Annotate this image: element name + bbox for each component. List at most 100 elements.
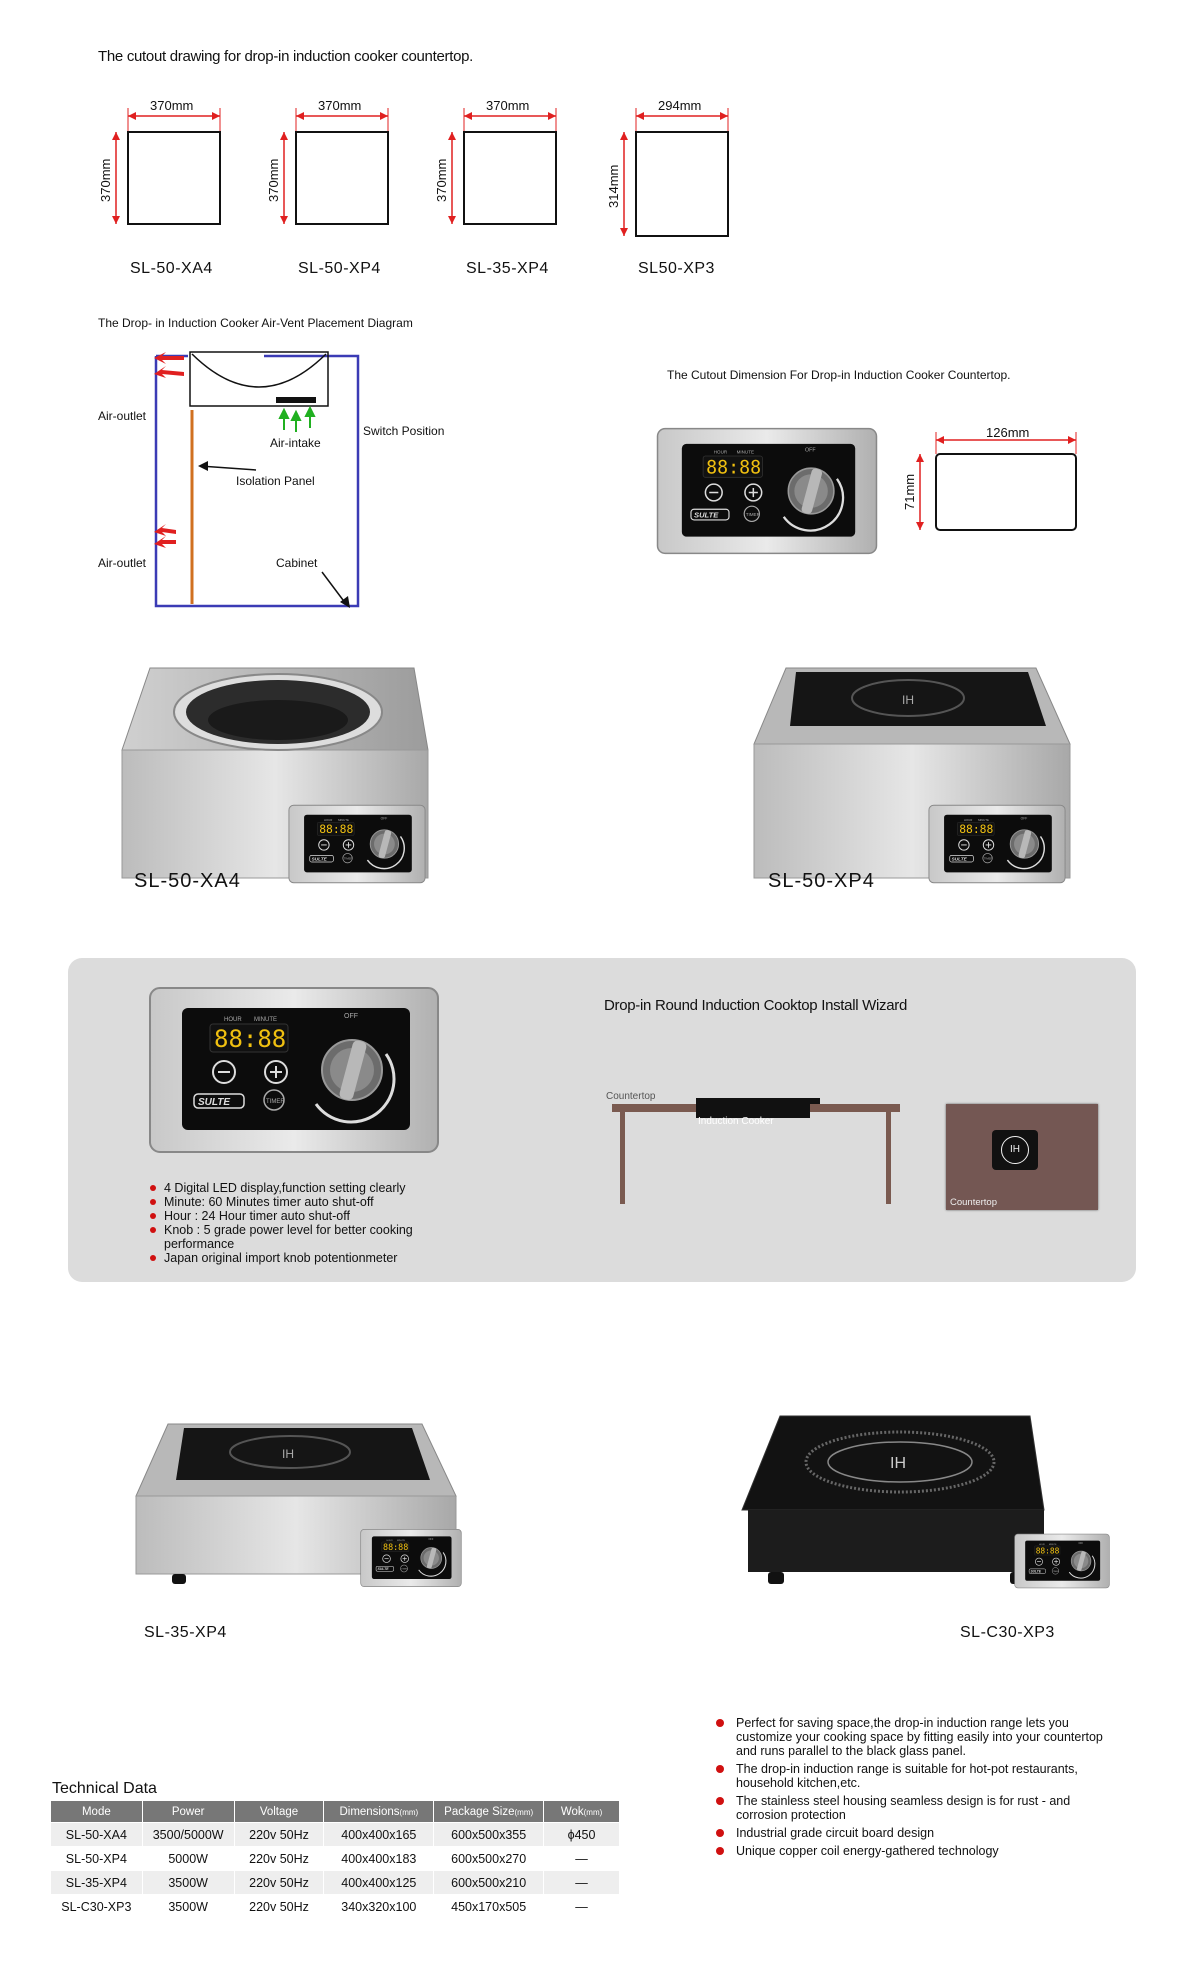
vent-diagram — [154, 351, 360, 608]
tech-cell: 400x400x183 — [323, 1846, 435, 1871]
benefit-item: Industrial grade circuit board design — [716, 1826, 1116, 1840]
countertop-top-view: IH Countertop — [946, 1104, 1098, 1210]
cutout-width-label: 294mm — [658, 98, 702, 113]
svg-text:88:88: 88:88 — [319, 822, 353, 836]
svg-text:OFF: OFF — [344, 1013, 358, 1020]
feature-item: Japan original import knob potentionmete… — [150, 1251, 450, 1265]
tech-title: Technical Data — [52, 1780, 157, 1797]
svg-text:HOUR: HOUR — [324, 818, 332, 822]
svg-text:OFF: OFF — [1078, 1543, 1083, 1545]
tech-cell: — — [543, 1870, 620, 1895]
svg-text:MINUTE: MINUTE — [737, 450, 754, 455]
product-model-sl-50-xa4: SL-50-XA4 — [134, 870, 241, 892]
svg-text:TIMER: TIMER — [401, 1569, 408, 1571]
cutout-height-label: 370mm — [266, 158, 281, 202]
tech-cell: 220v 50Hz — [233, 1846, 325, 1871]
cabinet-label: Cabinet — [276, 556, 318, 570]
svg-text:HOUR: HOUR — [387, 1540, 394, 1542]
tech-cell: — — [543, 1846, 620, 1871]
countertop-label: Countertop — [606, 1091, 656, 1102]
benefit-item: Unique copper coil energy-gathered techn… — [716, 1844, 1116, 1858]
product-image-sl-c30-xp3: IH — [741, 1415, 1045, 1584]
air-intake-label: Air-intake — [270, 436, 321, 450]
switch-position-label: Switch Position — [363, 424, 445, 438]
benefit-item: The drop-in induction range is suitable … — [716, 1762, 1116, 1790]
svg-text:HOUR: HOUR — [224, 1017, 242, 1023]
cutout-model-label: SL-50-XA4 — [130, 260, 213, 277]
panel-height-label: 71mm — [902, 473, 917, 510]
svg-text:HOUR: HOUR — [714, 450, 728, 455]
tech-cell: 220v 50Hz — [233, 1870, 325, 1895]
svg-text:SULTE: SULTE — [952, 857, 968, 863]
svg-text:MINUTE: MINUTE — [338, 818, 349, 822]
cutout-width-label: 370mm — [150, 98, 194, 113]
tech-header: Power — [141, 1800, 235, 1823]
tech-table: Mode Power Voltage Dimensions(mm) Packag… — [50, 1800, 620, 1919]
tech-cell: 220v 50Hz — [233, 1894, 325, 1919]
tech-cell: 400x400x125 — [323, 1870, 435, 1895]
tech-header: Package Size(mm) — [433, 1800, 545, 1823]
svg-text:TIMER: TIMER — [1053, 1571, 1060, 1573]
cutout-model-label: SL-35-XP4 — [466, 260, 549, 277]
svg-text:SULTE: SULTE — [1030, 1570, 1041, 1574]
svg-text:TIMER: TIMER — [266, 1099, 285, 1105]
tech-cell: 5000W — [141, 1846, 235, 1871]
tech-header: Voltage — [233, 1800, 325, 1823]
tech-cell: 600x500x270 — [433, 1846, 545, 1871]
tech-cell: 600x500x210 — [433, 1870, 545, 1895]
vent-title: The Drop- in Induction Cooker Air-Vent P… — [98, 316, 413, 330]
svg-text:HOUR: HOUR — [1039, 1544, 1045, 1546]
svg-text:MINUTE: MINUTE — [397, 1540, 406, 1542]
product-image-sl-35-xp4: IH — [135, 1423, 457, 1584]
svg-text:88:88: 88:88 — [706, 458, 761, 479]
tech-cell: SL-50-XA4 — [50, 1822, 143, 1847]
isolation-panel-label: Isolation Panel — [236, 474, 315, 488]
benefit-list: Perfect for saving space,the drop-in ind… — [716, 1716, 1116, 1862]
svg-text:HOUR: HOUR — [964, 818, 972, 822]
tech-cell: SL-35-XP4 — [50, 1870, 143, 1895]
countertop-diagram — [612, 1098, 900, 1204]
tech-cell: 450x170x505 — [433, 1894, 545, 1919]
svg-text:SULTE: SULTE — [377, 1567, 389, 1571]
svg-text:MINUTE: MINUTE — [1049, 1544, 1057, 1546]
product-model-sl-35-xp4: SL-35-XP4 — [144, 1624, 227, 1641]
product-image-sl-50-xa4 — [121, 667, 429, 879]
induction-cooker-label: Induction Cooker — [698, 1116, 774, 1127]
svg-text:SULTE: SULTE — [198, 1097, 230, 1108]
panel-cutout-title: The Cutout Dimension For Drop-in Inducti… — [667, 368, 1011, 382]
feature-list: 4 Digital LED display,function setting c… — [150, 1181, 450, 1265]
svg-text:IH: IH — [902, 693, 914, 707]
svg-text:88:88: 88:88 — [383, 1542, 408, 1552]
cutout-height-label: 314mm — [606, 164, 621, 208]
product-model-sl-50-xp4: SL-50-XP4 — [768, 870, 875, 892]
svg-text:MINUTE: MINUTE — [254, 1017, 277, 1023]
tech-cell: ϕ450 — [543, 1822, 620, 1847]
svg-text:OFF: OFF — [428, 1538, 433, 1541]
svg-text:88:88: 88:88 — [214, 1025, 286, 1053]
cutout-height-label: 370mm — [434, 158, 449, 202]
tech-cell: 340x320x100 — [323, 1894, 435, 1919]
svg-text:88:88: 88:88 — [959, 822, 993, 836]
feature-item: Hour : 24 Hour timer auto shut-off — [150, 1209, 450, 1223]
svg-text:TIMER: TIMER — [984, 857, 993, 861]
tech-header: Dimensions(mm) — [323, 1800, 435, 1823]
svg-text:SULTE: SULTE — [694, 511, 719, 520]
cutout-model-label: SL-50-XP4 — [298, 260, 381, 277]
countertop-label-2: Countertop — [950, 1197, 998, 1208]
feature-item: 4 Digital LED display,function setting c… — [150, 1181, 450, 1195]
product-model-sl-c30-xp3: SL-C30-XP3 — [960, 1624, 1055, 1641]
tech-cell: 3500W — [141, 1894, 235, 1919]
